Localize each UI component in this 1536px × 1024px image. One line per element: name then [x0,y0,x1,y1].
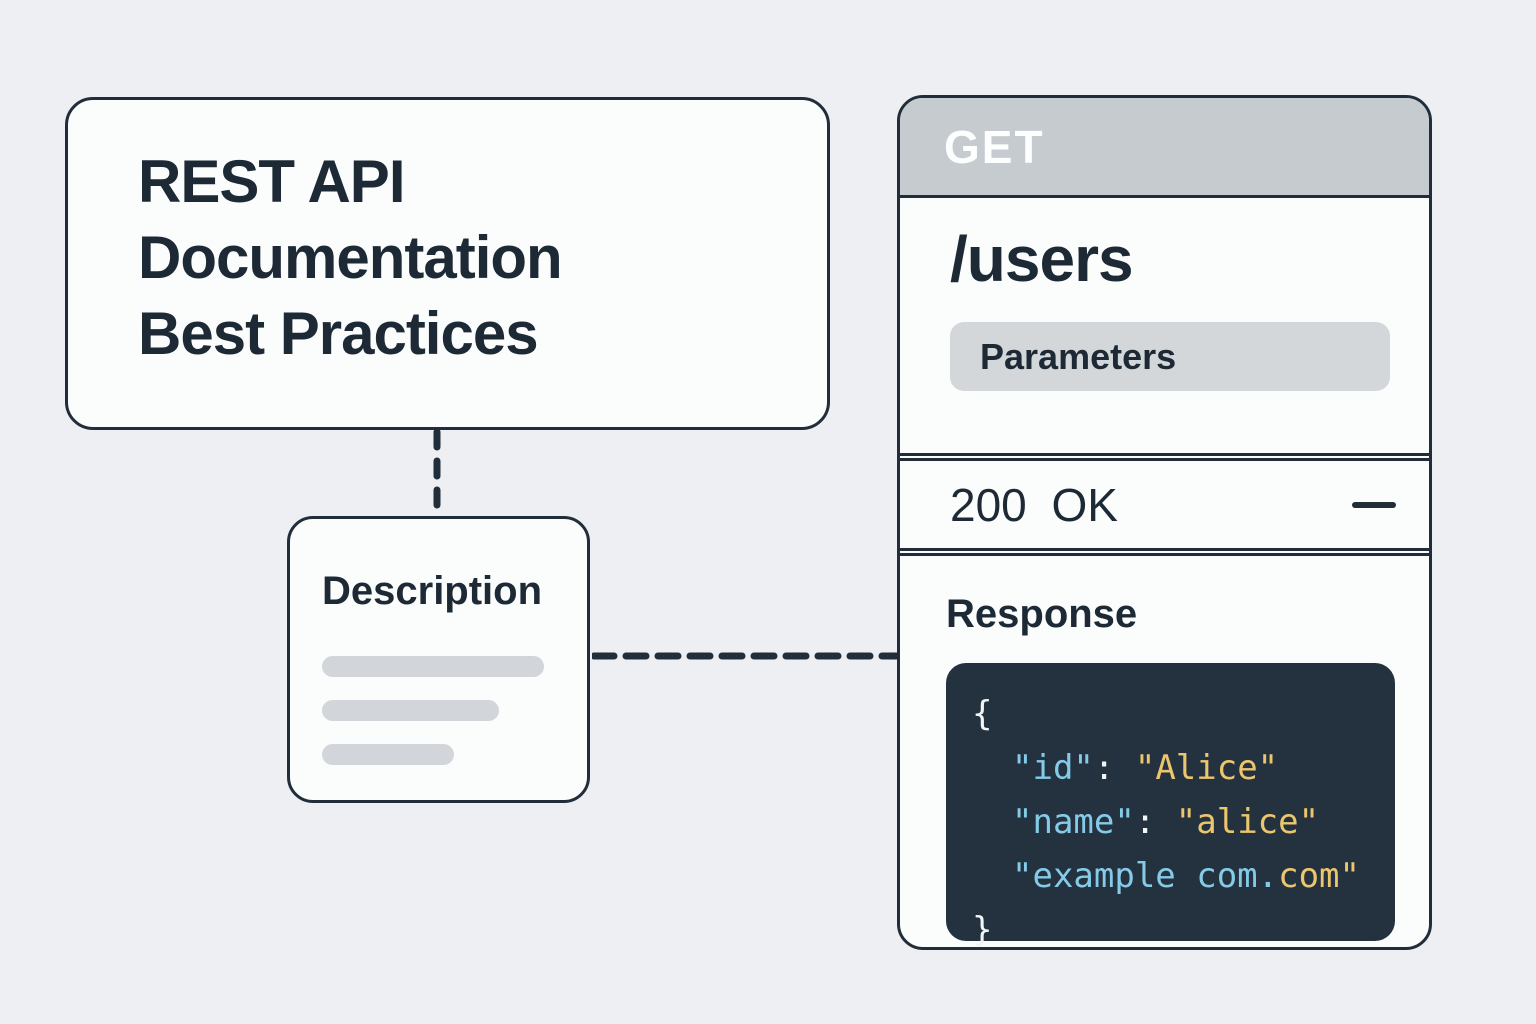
endpoint-section: /users Parameters [900,198,1429,456]
endpoint-path: /users [950,223,1134,295]
parameters-button-label: Parameters [980,335,1177,377]
description-card: Description [287,516,590,803]
minus-icon [1352,501,1396,508]
code-block: { "id": "Alice" "name": "alice" "example co… [946,663,1395,947]
code-line: "name": "alice" [1012,802,1320,842]
code-line: "example com.com" [1012,856,1360,896]
connector-vertical-dashed [433,430,441,518]
page-title-line: Documentation [138,224,563,291]
collapse-button[interactable] [1351,490,1397,520]
response-label: Response [946,592,1138,636]
connector-horizontal-dashed [592,652,898,660]
code-line: { [972,694,993,734]
response-section: Response { "id": "Alice" "name": "alice" "e… [900,553,1429,947]
api-endpoint-panel: GET /users Parameters 200 OK Response { "… [897,95,1432,950]
skeleton-bar [322,744,454,765]
http-method-badge: GET [944,120,1045,173]
http-method-header: GET [900,98,1429,198]
code-line: "id": "Alice" [1012,748,1279,788]
description-title: Description [322,569,543,613]
page-title-line: REST API [138,148,405,215]
skeleton-bar [322,656,544,677]
page-title-line: Best Practices [138,300,539,367]
status-row-200[interactable]: 200 OK [900,458,1429,551]
parameters-button[interactable]: Parameters [950,322,1390,391]
title-card: REST API Documentation Best Practices [65,97,830,430]
skeleton-bar [322,700,499,721]
code-line: } [972,910,993,950]
description-skeleton [322,656,587,765]
status-code-label: 200 OK [950,478,1118,531]
